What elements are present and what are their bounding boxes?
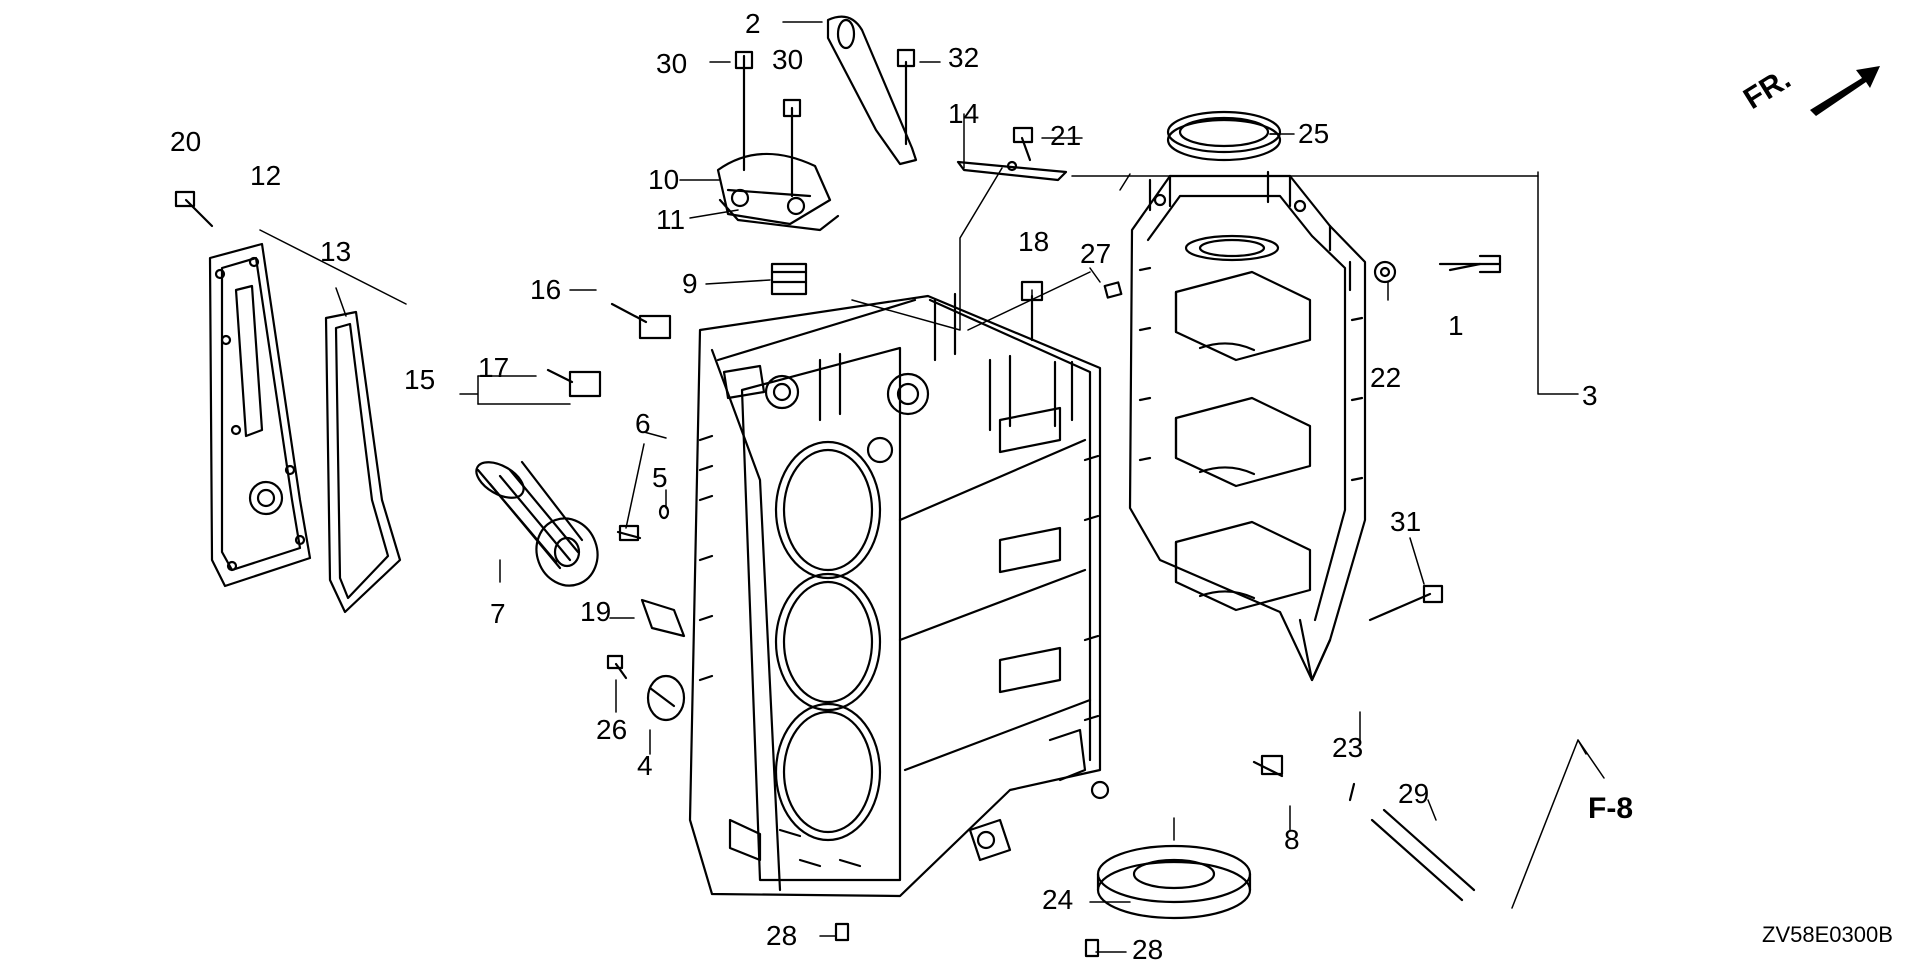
oil-filter — [475, 460, 599, 587]
callout-3: 3 — [1582, 380, 1598, 411]
callout-25: 25 — [1298, 118, 1330, 149]
callout-9: 9 — [682, 268, 698, 299]
callout-8: 8 — [1284, 824, 1300, 855]
callout-22: 22 — [1370, 362, 1402, 393]
callout-10: 10 — [648, 164, 680, 195]
callout-2: 2 — [745, 8, 761, 39]
callout-19: 19 — [580, 596, 612, 627]
callout-15: 15 — [404, 364, 436, 395]
callout-16: 16 — [530, 274, 562, 305]
cylinder-block — [688, 292, 1110, 898]
callout-13: 13 — [320, 236, 352, 267]
front-arrow — [1810, 66, 1880, 116]
callout-26: 26 — [596, 714, 628, 745]
callout-14: 14 — [948, 98, 980, 129]
callout-18: 18 — [1018, 226, 1050, 257]
callout-20: 20 — [170, 126, 202, 157]
callout-21: 21 — [1050, 120, 1082, 151]
leader-lines — [259, 21, 1605, 953]
callout-32: 32 — [948, 42, 980, 73]
callout-28-right: 28 — [1132, 934, 1164, 965]
callout-31: 31 — [1390, 506, 1422, 537]
crankcase — [1128, 170, 1367, 682]
seal-ring-top — [1166, 110, 1282, 162]
callout-4: 4 — [637, 750, 653, 781]
gasket — [324, 310, 402, 614]
cover-plate — [208, 242, 312, 588]
bracket — [826, 15, 918, 166]
callout-29: 29 — [1398, 778, 1430, 809]
page-reference: F-8 — [1588, 792, 1633, 825]
callout-12: 12 — [250, 160, 282, 191]
callout-30-right: 30 — [772, 44, 804, 75]
callout-5: 5 — [652, 462, 668, 493]
plate — [956, 160, 1068, 182]
callout-17: 17 — [478, 352, 510, 383]
callout-28-left: 28 — [766, 920, 798, 951]
thermostat-assembly — [716, 152, 840, 296]
bearing — [1096, 844, 1252, 920]
callout-1: 1 — [1448, 310, 1464, 341]
callout-27: 27 — [1080, 238, 1112, 269]
callout-30-left: 30 — [656, 48, 688, 79]
bolts — [174, 48, 1502, 958]
callout-11: 11 — [656, 204, 686, 235]
callout-6: 6 — [635, 408, 651, 439]
callout-23: 23 — [1332, 732, 1364, 763]
callout-7: 7 — [490, 598, 506, 629]
drawing-code: ZV58E0300B — [1762, 922, 1893, 947]
callout-24: 24 — [1042, 884, 1074, 915]
